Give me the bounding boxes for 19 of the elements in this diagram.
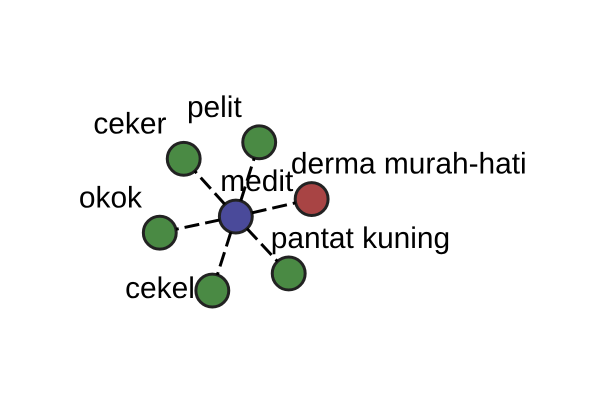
node-label: cekel — [125, 272, 195, 306]
connector — [194, 170, 226, 206]
node-label: okok — [78, 181, 142, 214]
node-circle — [142, 214, 178, 251]
node-label: ceker — [93, 107, 166, 140]
node-label: pantat kuning — [270, 222, 450, 256]
node-circle — [241, 124, 278, 160]
connector — [252, 201, 296, 214]
node-circle — [194, 272, 230, 309]
node-circle — [166, 140, 202, 177]
connector — [176, 218, 220, 231]
connector — [216, 232, 232, 276]
node-circle — [218, 198, 254, 234]
node-circle — [294, 181, 330, 218]
connector — [246, 228, 279, 262]
node-label: pelit — [186, 90, 242, 124]
node-label: medit — [220, 165, 294, 198]
connector — [239, 158, 256, 202]
node-circle — [270, 256, 307, 292]
